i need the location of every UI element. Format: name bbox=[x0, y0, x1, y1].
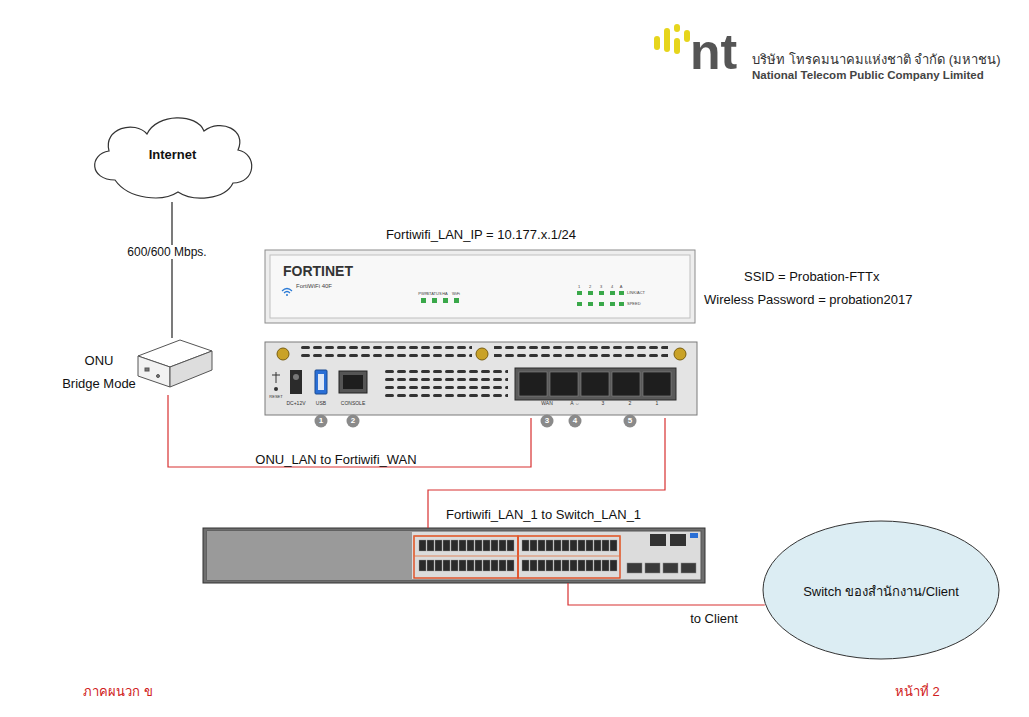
label-text: 5 bbox=[628, 416, 632, 425]
label-text: 4 bbox=[611, 285, 613, 290]
edge-label: ONU_LAN to Fortiwifi_WAN bbox=[253, 452, 418, 468]
switch-node bbox=[203, 528, 705, 583]
label-text: FortiWiFi 40F bbox=[296, 283, 332, 290]
label-text: บริษัท โทรคมนาคมแห่งชาติ จำกัด (มหาชน) bbox=[752, 53, 1001, 68]
label-text: 1 bbox=[656, 401, 659, 407]
node-text: ONU bbox=[60, 353, 138, 368]
label-text: FORTINET bbox=[283, 263, 353, 279]
connector-line bbox=[168, 395, 531, 467]
label-text: 4 bbox=[573, 416, 577, 425]
connector-line bbox=[568, 583, 765, 605]
logo-bars bbox=[654, 24, 690, 54]
onu-node: ONU Bridge Mode bbox=[60, 338, 212, 395]
firewall-node: Fortiwifi_LAN_IP = 10.177.x.1/24 bbox=[265, 222, 697, 418]
label-text: National Telecom Public Company Limited bbox=[752, 69, 984, 82]
label-text: USB bbox=[316, 401, 326, 407]
switch-device bbox=[203, 528, 705, 583]
label-text: SSID = Probation-FTTx bbox=[744, 270, 879, 285]
label-text: nt bbox=[690, 24, 737, 82]
label-text: A bbox=[620, 285, 623, 290]
cloud-node: Internet bbox=[85, 110, 260, 202]
label-text: A ⇔ bbox=[570, 401, 579, 407]
node-text: Bridge Mode bbox=[60, 376, 138, 391]
label-text: 2 bbox=[629, 401, 632, 407]
label-text: WAN bbox=[541, 401, 552, 407]
label-text: WiFi bbox=[452, 292, 460, 297]
connector-line bbox=[171, 202, 172, 338]
label-text: 3 bbox=[602, 401, 605, 407]
node-text: Fortiwifi_LAN_IP = 10.177.x.1/24 bbox=[265, 222, 697, 242]
onu-device bbox=[138, 340, 212, 387]
label-text: DC+12V bbox=[286, 401, 305, 407]
connector-line bbox=[428, 418, 665, 528]
edge-label: to Client bbox=[688, 611, 740, 627]
fortiwifi-front-panel bbox=[265, 250, 695, 323]
label-text: 2 bbox=[589, 285, 591, 290]
label-text: 3 bbox=[545, 416, 549, 425]
client-ellipse: Switch ของสำนักงาน/Client bbox=[762, 520, 1000, 660]
label-text: SPEED bbox=[627, 302, 641, 307]
label-text: 3 bbox=[600, 285, 602, 290]
label-text: STATUS bbox=[426, 292, 441, 297]
label-text: PWR bbox=[418, 292, 427, 297]
label-text: 1 bbox=[319, 416, 323, 425]
label-text: 2 bbox=[351, 416, 355, 425]
edge-label: 600/600 Mbps. bbox=[125, 245, 208, 259]
label-text: LINK/ACT bbox=[627, 291, 645, 296]
node-text: Internet bbox=[85, 110, 260, 162]
label-text: หน้าที่ 2 bbox=[895, 685, 940, 700]
label-text: CONSOLE bbox=[341, 401, 365, 407]
label-text: 1 bbox=[578, 285, 580, 290]
fortiwifi-rear-panel bbox=[265, 342, 697, 428]
node-text: Switch ของสำนักงาน/Client bbox=[782, 581, 980, 602]
label-text: Wireless Password = probation2017 bbox=[704, 293, 912, 308]
label-text: HA bbox=[442, 292, 448, 297]
label-text: RESET bbox=[269, 395, 282, 400]
edge-label: Fortiwifi_LAN_1 to Switch_LAN_1 bbox=[444, 507, 643, 523]
label-text: ภาคผนวก ข bbox=[83, 685, 153, 700]
